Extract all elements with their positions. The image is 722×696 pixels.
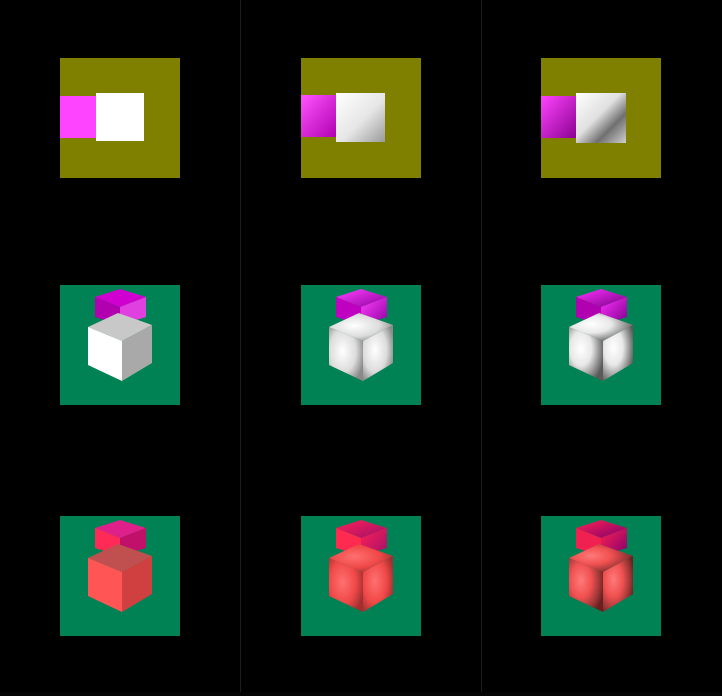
viewport-r3c1 xyxy=(60,516,180,636)
cube-pair-flat xyxy=(88,289,152,381)
viewport-r3c3 xyxy=(541,516,661,636)
crimson-cube xyxy=(336,520,387,556)
red-cube xyxy=(88,544,152,612)
red-cube xyxy=(329,544,393,612)
red-cube xyxy=(569,544,633,612)
white-square xyxy=(576,93,626,143)
red-cube-pair-perpixel xyxy=(569,520,633,612)
white-square xyxy=(96,93,144,141)
square-pair-flat xyxy=(60,93,144,141)
viewport-r1c1 xyxy=(60,58,180,178)
column-divider-2 xyxy=(481,0,482,696)
cube-pair-perpixel xyxy=(569,289,633,381)
white-square xyxy=(336,93,385,142)
white-cube xyxy=(88,313,152,381)
magenta-square xyxy=(60,96,96,138)
white-cube xyxy=(329,313,393,381)
white-cube xyxy=(569,313,633,381)
viewport-r1c2 xyxy=(301,58,421,178)
magenta-square xyxy=(301,95,337,137)
viewport-r1c3 xyxy=(541,58,661,178)
cube-pair-smooth xyxy=(329,289,393,381)
red-cube-pair-flat xyxy=(88,520,152,612)
viewport-r2c1 xyxy=(60,285,180,405)
bottom-strip xyxy=(0,692,722,696)
square-pair-smooth xyxy=(301,93,385,142)
square-pair-perpixel xyxy=(541,93,626,143)
viewport-r2c3 xyxy=(541,285,661,405)
column-divider-1 xyxy=(240,0,241,696)
viewport-r3c2 xyxy=(301,516,421,636)
viewport-r2c2 xyxy=(301,285,421,405)
red-cube-pair-smooth xyxy=(329,520,393,612)
magenta-square xyxy=(541,96,577,138)
